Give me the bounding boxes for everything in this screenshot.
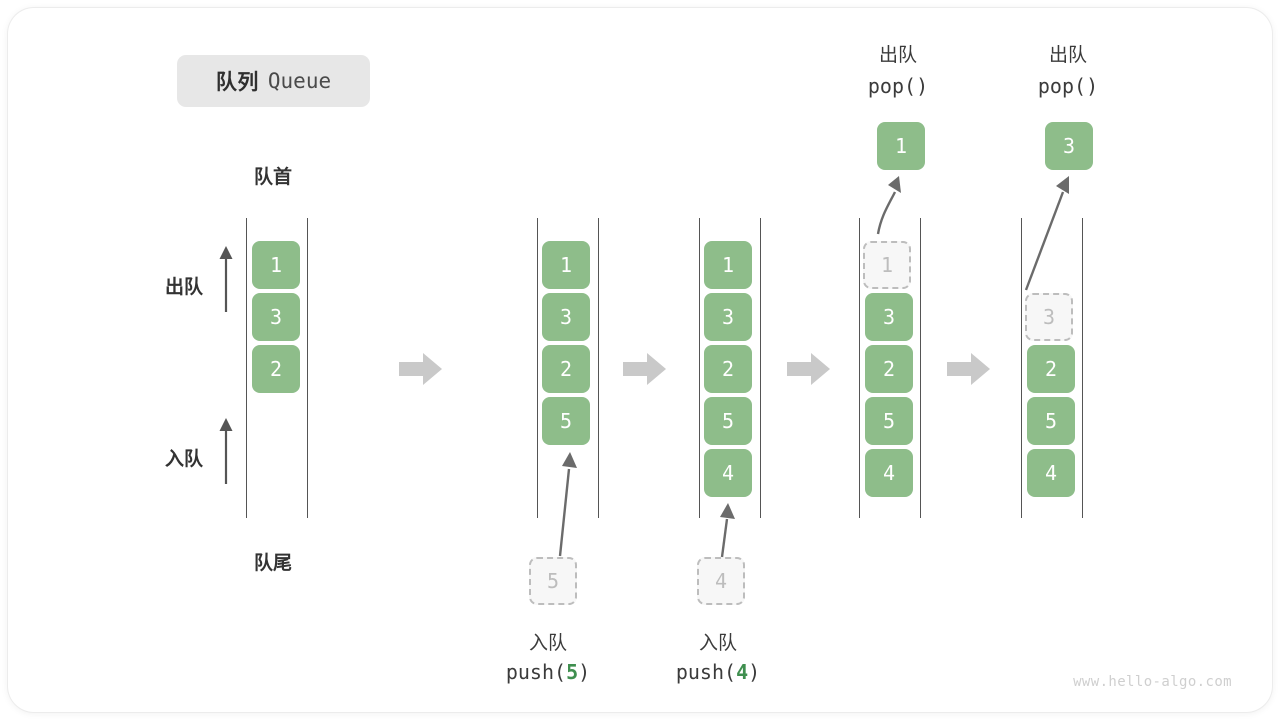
queue-cell: 5 <box>704 397 752 445</box>
caption-code-push4: push(4) <box>638 660 798 684</box>
queue-cell: 5 <box>1027 397 1075 445</box>
caption-code-pop1: pop() <box>818 74 978 98</box>
queue-cell: 2 <box>252 345 300 393</box>
rail-left-2 <box>537 218 538 518</box>
dequeue-arrow-icon <box>219 246 233 312</box>
code-prefix: pop( <box>1037 74 1087 98</box>
queue-cell: 3 <box>542 293 590 341</box>
caption-code-pop3: pop() <box>988 74 1148 98</box>
popped-cell: 1 <box>877 122 925 170</box>
caption-cn-pop1: 出队 <box>878 45 917 66</box>
code-suffix: ) <box>748 660 761 684</box>
caption-cn-push5: 入队 <box>528 633 567 654</box>
step-arrow-icon <box>947 353 990 385</box>
rail-right-5 <box>1082 218 1083 518</box>
queue-ghost-cell: 4 <box>697 557 745 605</box>
step-arrow-icon <box>623 353 666 385</box>
queue-cell: 4 <box>865 449 913 497</box>
label-dequeue: 出队 <box>164 277 203 298</box>
code-arg: 5 <box>566 660 579 684</box>
code-prefix: push( <box>675 660 737 684</box>
code-suffix: ) <box>1086 74 1099 98</box>
label-queue-tail: 队尾 <box>253 553 292 574</box>
code-arg: 4 <box>736 660 749 684</box>
title-badge: 队列 Queue <box>177 55 370 107</box>
queue-cell: 3 <box>865 293 913 341</box>
queue-cell: 2 <box>1027 345 1075 393</box>
label-queue-head: 队首 <box>253 167 292 188</box>
caption-code-push5: push(5) <box>468 660 628 684</box>
queue-cell: 4 <box>704 449 752 497</box>
rail-left-5 <box>1021 218 1022 518</box>
queue-cell: 2 <box>704 345 752 393</box>
rail-left-1 <box>246 218 247 518</box>
rail-left-3 <box>699 218 700 518</box>
title-en: Queue <box>267 69 332 93</box>
caption-cn-pop3: 出队 <box>1048 45 1087 66</box>
code-prefix: pop( <box>867 74 917 98</box>
queue-cell: 3 <box>704 293 752 341</box>
step-arrow-icon <box>787 353 830 385</box>
queue-cell: 1 <box>704 241 752 289</box>
caption-cn-push4: 入队 <box>698 633 737 654</box>
queue-cell: 5 <box>542 397 590 445</box>
queue-cell: 4 <box>1027 449 1075 497</box>
enqueue-arrow-icon <box>219 418 233 484</box>
rail-right-2 <box>598 218 599 518</box>
queue-cell: 5 <box>865 397 913 445</box>
diagram-card: 队列 Queue 队首 队尾 出队 入队 1 3 2 1 3 2 5 5 入队 … <box>8 8 1272 712</box>
queue-cell: 1 <box>252 241 300 289</box>
rail-right-4 <box>920 218 921 518</box>
queue-cell: 2 <box>542 345 590 393</box>
pop-motion-arrow-icon <box>1024 176 1069 291</box>
label-enqueue: 入队 <box>164 449 203 470</box>
rail-left-4 <box>859 218 860 518</box>
watermark: www.hello-algo.com <box>1073 674 1232 690</box>
queue-ghost-cell: 5 <box>529 557 577 605</box>
pop-motion-arrow-icon <box>876 176 901 235</box>
code-suffix: ) <box>916 74 929 98</box>
step-arrow-icon <box>399 353 442 385</box>
queue-ghost-cell: 3 <box>1025 293 1073 341</box>
title-cn: 队列 <box>215 71 259 94</box>
queue-ghost-cell: 1 <box>863 241 911 289</box>
code-prefix: push( <box>505 660 567 684</box>
queue-cell: 1 <box>542 241 590 289</box>
popped-cell: 3 <box>1045 122 1093 170</box>
code-suffix: ) <box>578 660 591 684</box>
rail-right-3 <box>760 218 761 518</box>
queue-cell: 2 <box>865 345 913 393</box>
push-motion-arrow-icon <box>720 503 735 558</box>
push-motion-arrow-icon <box>558 452 577 557</box>
queue-cell: 3 <box>252 293 300 341</box>
rail-right-1 <box>307 218 308 518</box>
